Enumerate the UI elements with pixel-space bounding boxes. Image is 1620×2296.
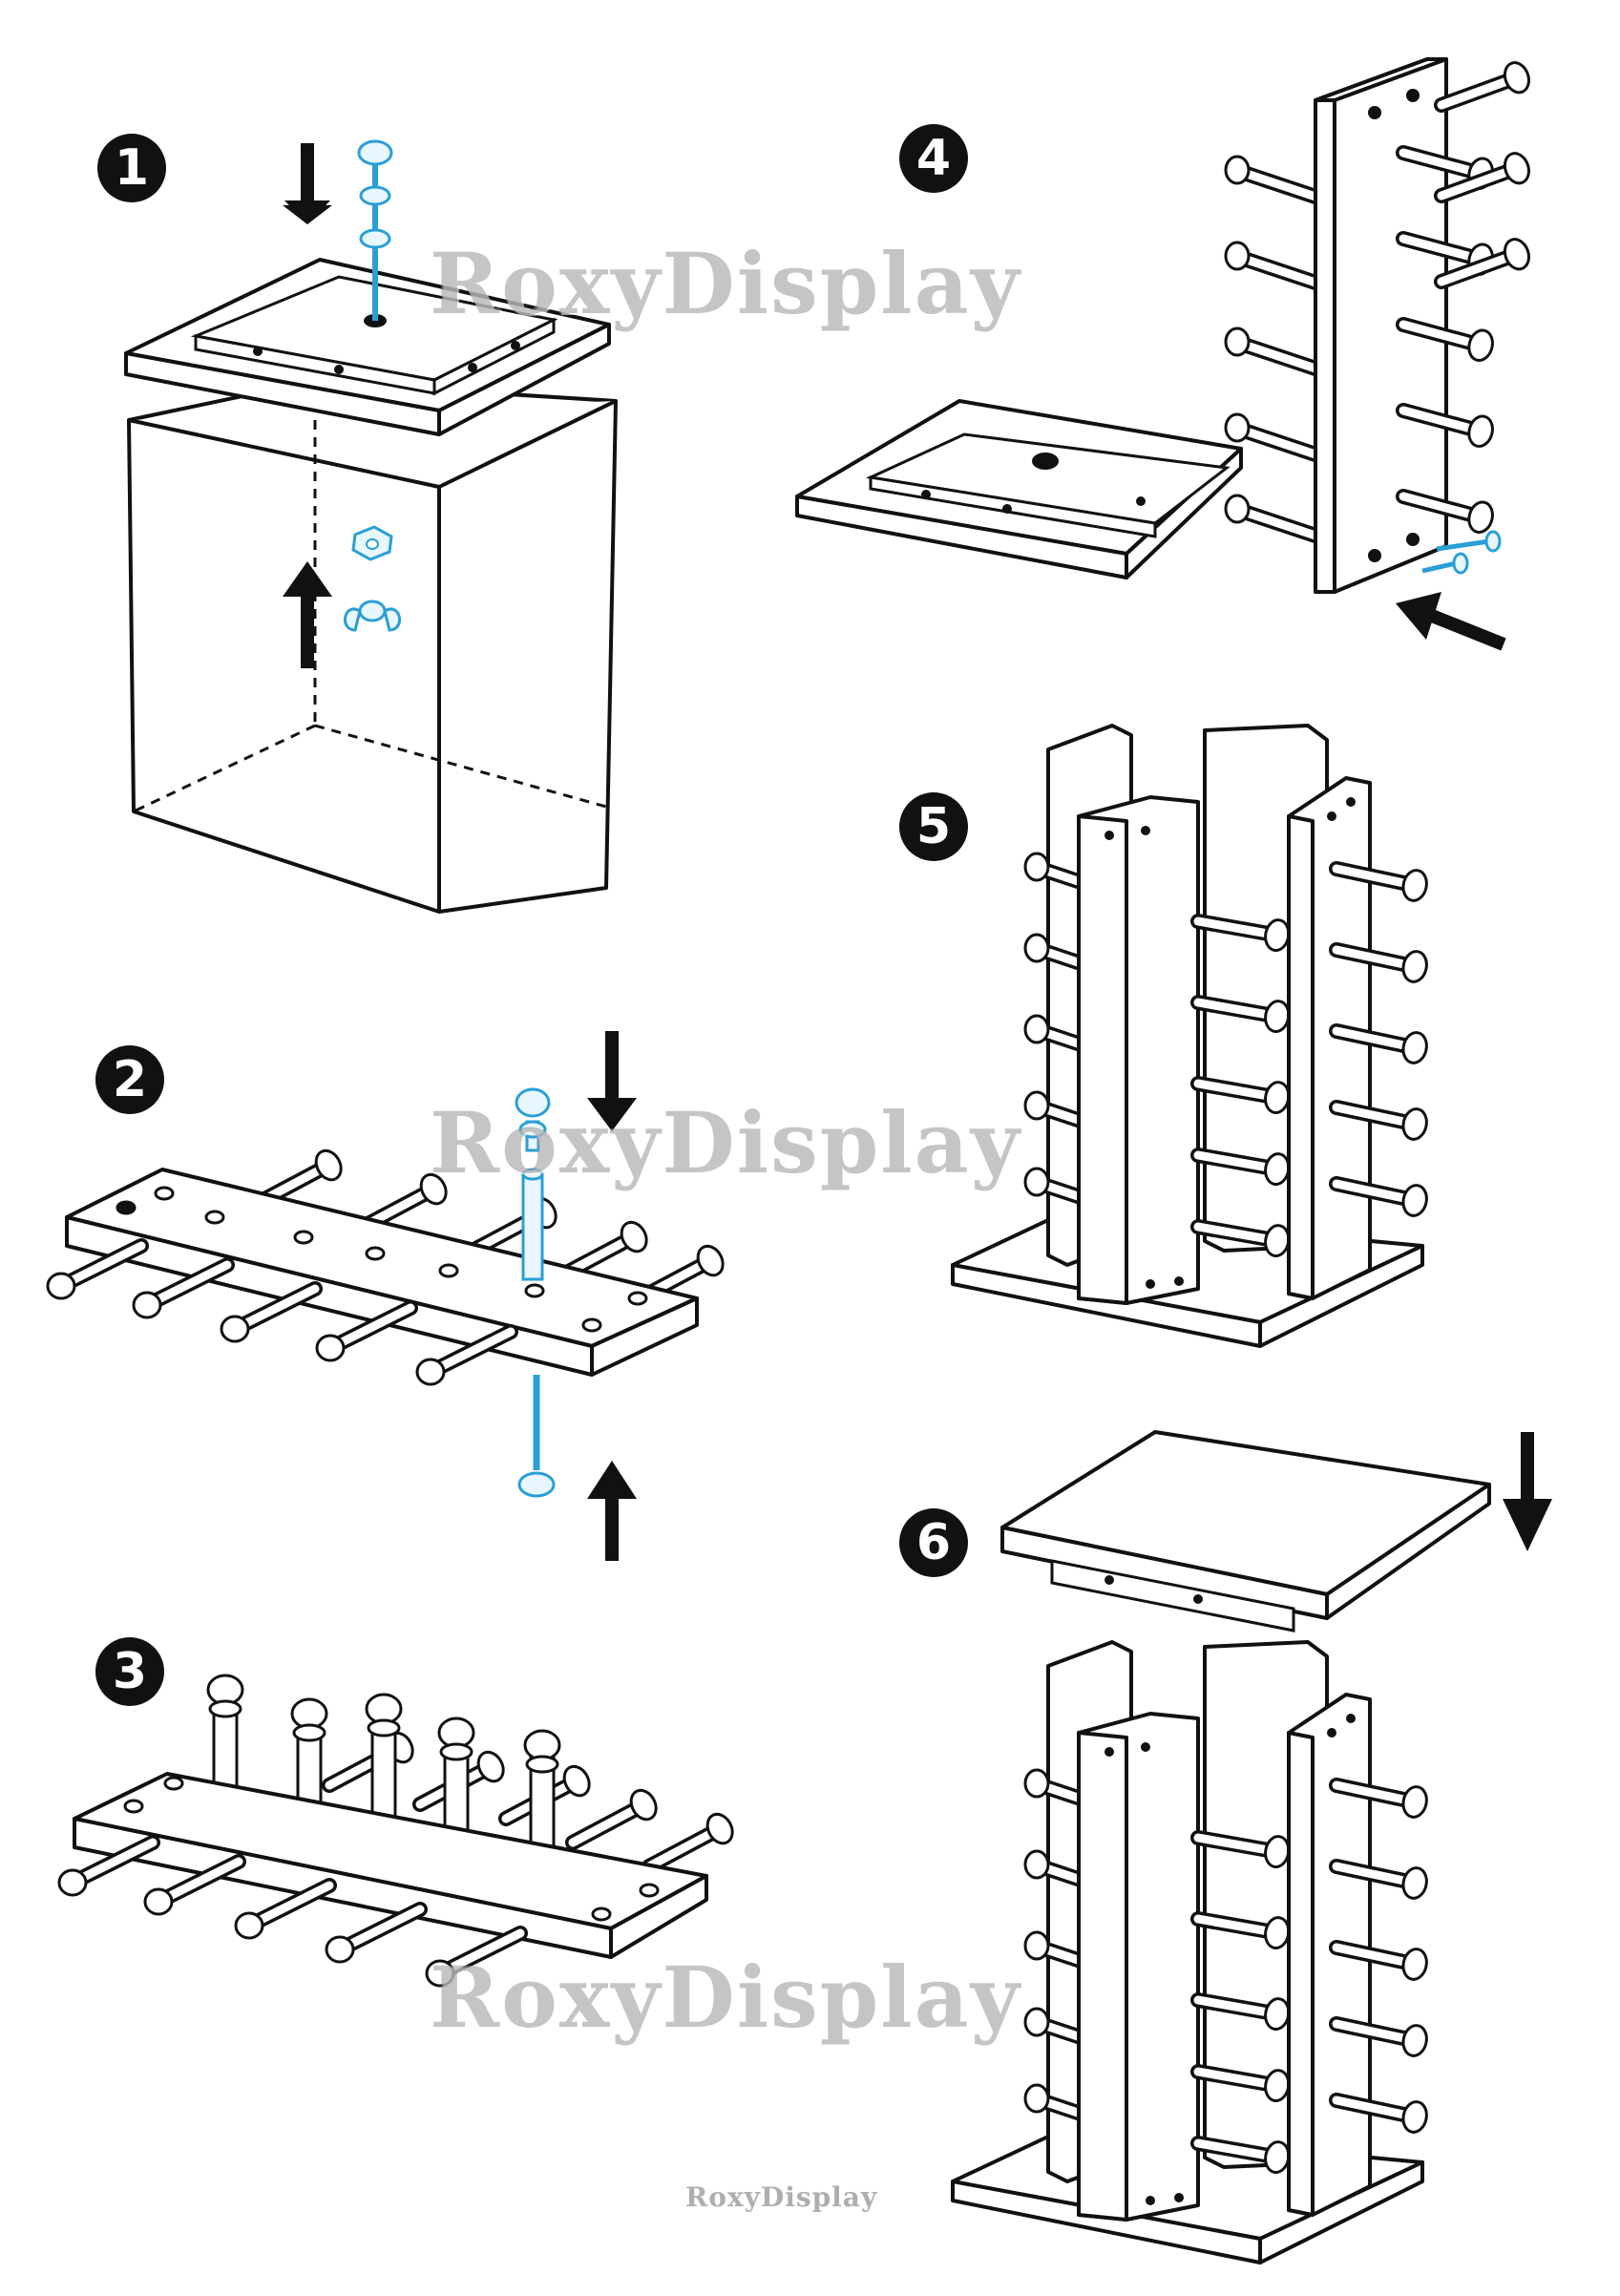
- step-1-badge: 1: [97, 134, 166, 202]
- step5-illustration: [951, 724, 1429, 1348]
- step-2-badge: 2: [95, 1045, 164, 1114]
- step4-illustration: [795, 59, 1533, 651]
- step1-illustration: [124, 139, 618, 914]
- step3-illustration: [59, 1674, 737, 1986]
- step-5-badge: 5: [899, 792, 968, 861]
- step-3-badge: 3: [95, 1637, 164, 1706]
- step-6-badge: 6: [899, 1508, 968, 1577]
- step-4-badge: 4: [899, 124, 968, 193]
- step2-illustration: [48, 1031, 727, 1561]
- step6-illustration: [951, 1430, 1552, 2264]
